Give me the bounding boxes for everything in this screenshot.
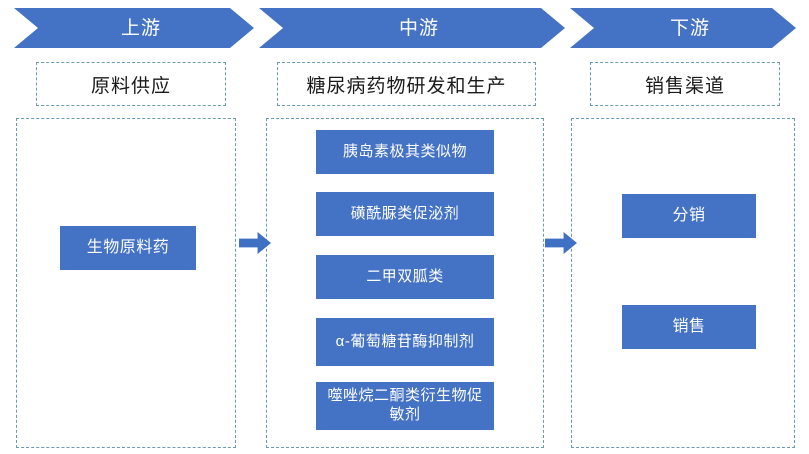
stage-chevron-midstream[interactable]: 中游 <box>259 8 565 48</box>
caption-label-downstream: 销售渠道 <box>644 75 725 97</box>
panel-upstream <box>16 118 236 448</box>
midstream-item-4[interactable]: 噬唑烷二酮类衍生物促敏剂 <box>316 382 494 430</box>
stage-chevron-downstream[interactable]: 下游 <box>570 8 796 48</box>
downstream-item-0[interactable]: 分销 <box>622 194 756 238</box>
upstream-item-0[interactable]: 生物原料药 <box>60 226 196 270</box>
midstream-item-1[interactable]: 磺酰脲类促泌剂 <box>316 192 494 236</box>
midstream-item-0[interactable]: 胰岛素极其类似物 <box>316 130 494 174</box>
caption-box-upstream: 原料供应 <box>36 62 226 106</box>
stage-chevron-upstream[interactable]: 上游 <box>14 8 254 48</box>
stage-chevron-midstream-label: 中游 <box>398 17 439 39</box>
panel-downstream <box>571 118 795 448</box>
midstream-item-3[interactable]: α-葡萄糖苷酶抑制剂 <box>316 318 494 366</box>
downstream-item-1[interactable]: 销售 <box>622 305 756 349</box>
stage-chevron-upstream-label: 上游 <box>120 17 161 39</box>
caption-label-upstream: 原料供应 <box>90 75 171 97</box>
caption-label-midstream: 糖尿病药物研发和生产 <box>306 75 507 97</box>
stage-chevron-downstream-label: 下游 <box>669 17 710 39</box>
midstream-item-2[interactable]: 二甲双胍类 <box>316 255 494 299</box>
caption-box-downstream: 销售渠道 <box>590 62 780 106</box>
caption-box-midstream: 糖尿病药物研发和生产 <box>277 62 536 106</box>
